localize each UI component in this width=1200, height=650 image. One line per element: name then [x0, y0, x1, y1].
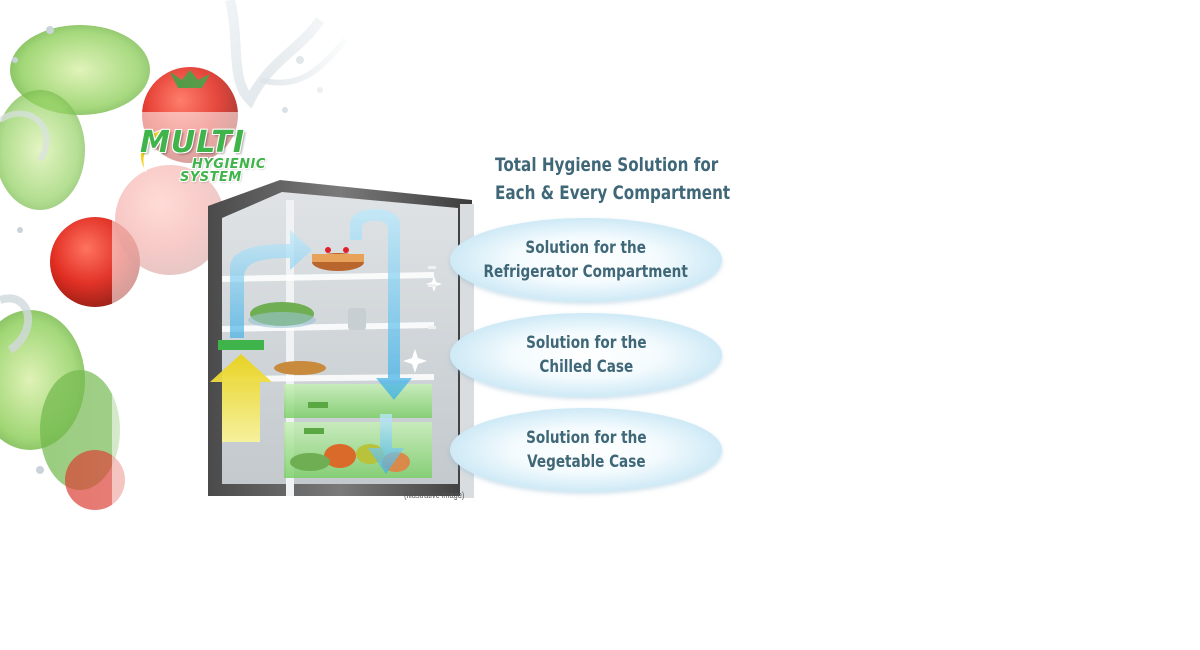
solution-vegetable-case-bubble: Solution for the Vegetable Case: [450, 408, 722, 492]
title-line-1: Total Hygiene Solution for: [495, 154, 719, 176]
bubble-label-line2: Chilled Case: [539, 357, 633, 377]
bubble-label-line1: Solution for the: [525, 333, 647, 353]
bubble-label-line1: Solution for the: [525, 428, 647, 448]
multi-hygienic-system-logo: MULTI HYGIENIC SYSTEM: [130, 120, 270, 190]
solution-refrigerator-bubble: Solution for the Refrigerator Compartmen…: [450, 218, 722, 302]
solution-chilled-case-bubble: Solution for the Chilled Case: [450, 313, 722, 397]
title-line-2: Each & Every Compartment: [495, 182, 731, 204]
logo-swoosh-icon: [140, 129, 167, 173]
fridge-illustration: [200, 178, 476, 504]
illustrative-image-note: (Illustrative image): [404, 490, 465, 500]
logo-text-system: SYSTEM: [180, 170, 242, 185]
logo-text-multi: MULTI: [140, 125, 245, 160]
page-title: Total Hygiene Solution for Each & Every …: [495, 151, 731, 207]
bubble-label-line2: Vegetable Case: [526, 452, 646, 472]
bubble-label-line1: Solution for the: [525, 238, 647, 258]
logo-text-hygienic: HYGIENIC: [192, 157, 266, 172]
bubble-label-line2: Refrigerator Compartment: [483, 262, 689, 282]
